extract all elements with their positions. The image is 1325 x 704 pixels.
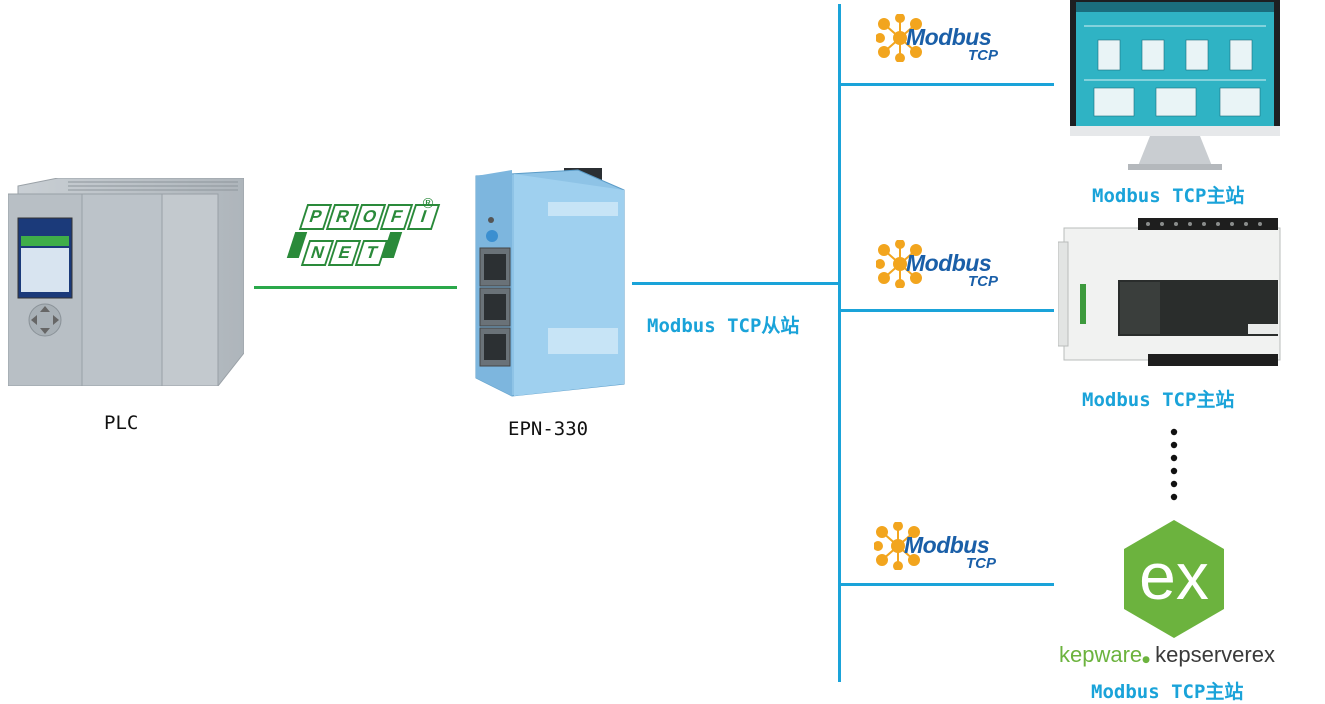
gateway-ethernet-line	[632, 282, 839, 285]
plc-device	[7, 177, 245, 387]
modbus-network-icon	[874, 522, 920, 570]
kepserverex-logo: ex	[1120, 518, 1228, 640]
master-label-2: Modbus TCP主站	[1082, 389, 1235, 411]
profinet-link-line	[254, 286, 457, 289]
modbus-word: Modbus	[906, 250, 992, 276]
kepware-brand: kepware	[1059, 642, 1143, 667]
modbus-word: Modbus	[904, 532, 990, 558]
modbus-network-icon	[876, 14, 922, 62]
kepserverex-icon-text: ex	[1139, 539, 1209, 613]
modbus-tcp-logo: Modbus TCP	[874, 522, 1024, 572]
schneider-plc	[1057, 214, 1284, 372]
tcp-word: TCP	[966, 555, 996, 572]
tcp-word: TCP	[968, 273, 998, 290]
modbus-word: Modbus	[906, 24, 992, 50]
master-label-1: Modbus TCP主站	[1092, 185, 1245, 207]
branch-line-1	[838, 83, 1054, 86]
kepware-wordmark: kepware● kepserverex	[1059, 642, 1275, 667]
epn330-gateway	[474, 164, 630, 400]
master-label-3: Modbus TCP主站	[1091, 681, 1244, 703]
modbus-slave-label: Modbus TCP从站	[647, 315, 800, 337]
plc-label: PLC	[104, 412, 139, 434]
branch-line-2	[838, 309, 1054, 312]
net-letter	[381, 232, 403, 258]
modbus-network-icon	[876, 240, 922, 288]
epn330-label: EPN-330	[508, 418, 589, 440]
ethernet-bus-vertical	[838, 4, 841, 682]
modbus-tcp-logo: Modbus TCP	[876, 240, 1026, 290]
modbus-tcp-logo: Modbus TCP	[876, 14, 1026, 64]
tcp-word: TCP	[968, 47, 998, 64]
branch-line-3	[838, 583, 1054, 586]
scada-monitor	[1070, 0, 1280, 172]
more-devices-ellipsis	[1170, 428, 1178, 502]
registered-mark: ®	[421, 196, 435, 212]
kepserverex-product: kepserverex	[1155, 642, 1275, 667]
